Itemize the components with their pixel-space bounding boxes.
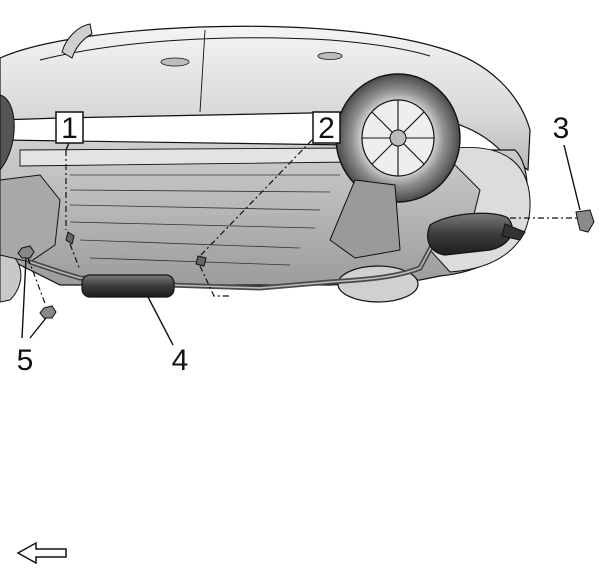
rear-wheel-hub bbox=[389, 129, 407, 147]
alignment-line-2b bbox=[199, 265, 230, 297]
leader-4 bbox=[147, 296, 174, 346]
left-arrow-icon bbox=[16, 541, 67, 565]
floor-ribs bbox=[69, 174, 340, 266]
leader-5a bbox=[21, 257, 27, 339]
exhaust-tailpipe bbox=[501, 223, 526, 241]
callout-5-label: 5 bbox=[17, 344, 34, 377]
callout-1: 1 bbox=[55, 111, 84, 145]
exhaust-hanger-middle bbox=[195, 255, 207, 267]
callout-1-label: 1 bbox=[61, 112, 78, 145]
callout-2-label: 2 bbox=[318, 112, 335, 145]
vehicle-door-seam bbox=[199, 29, 206, 113]
vehicle-front-wheel-partial bbox=[0, 94, 15, 171]
vehicle-mirror bbox=[61, 23, 93, 59]
vehicle-door-handle-front bbox=[160, 57, 190, 67]
alignment-lines bbox=[27, 139, 578, 307]
exhaust-hanger-rear-exploded bbox=[575, 209, 595, 233]
callout-4-label: 4 bbox=[172, 344, 189, 377]
exhaust-nut-lower bbox=[39, 305, 57, 319]
front-suspension bbox=[0, 174, 61, 263]
exhaust-resonator bbox=[81, 274, 175, 298]
vehicle-door-handle-rear bbox=[317, 52, 343, 60]
leader-1 bbox=[65, 142, 70, 151]
vehicle-illustration bbox=[0, 23, 531, 303]
exhaust-system bbox=[17, 209, 595, 319]
callout-2: 2 bbox=[312, 111, 341, 145]
alignment-line-5 bbox=[27, 257, 47, 307]
exhaust-nut-upper bbox=[17, 245, 35, 259]
callout-1-box bbox=[55, 111, 84, 144]
leader-3 bbox=[563, 144, 581, 211]
callout-3: 3 bbox=[553, 112, 570, 145]
callout-5: 5 bbox=[17, 344, 34, 377]
rear-suspension bbox=[329, 179, 401, 259]
alignment-line-2 bbox=[199, 139, 313, 257]
callout-4: 4 bbox=[172, 344, 189, 377]
leader-5b bbox=[29, 317, 47, 339]
exhaust-hanger-front bbox=[65, 231, 75, 245]
alignment-line-1b bbox=[69, 243, 81, 271]
vehicle-window-line bbox=[39, 37, 431, 61]
callout-3-label: 3 bbox=[553, 112, 570, 145]
callout-2-box bbox=[312, 111, 341, 144]
